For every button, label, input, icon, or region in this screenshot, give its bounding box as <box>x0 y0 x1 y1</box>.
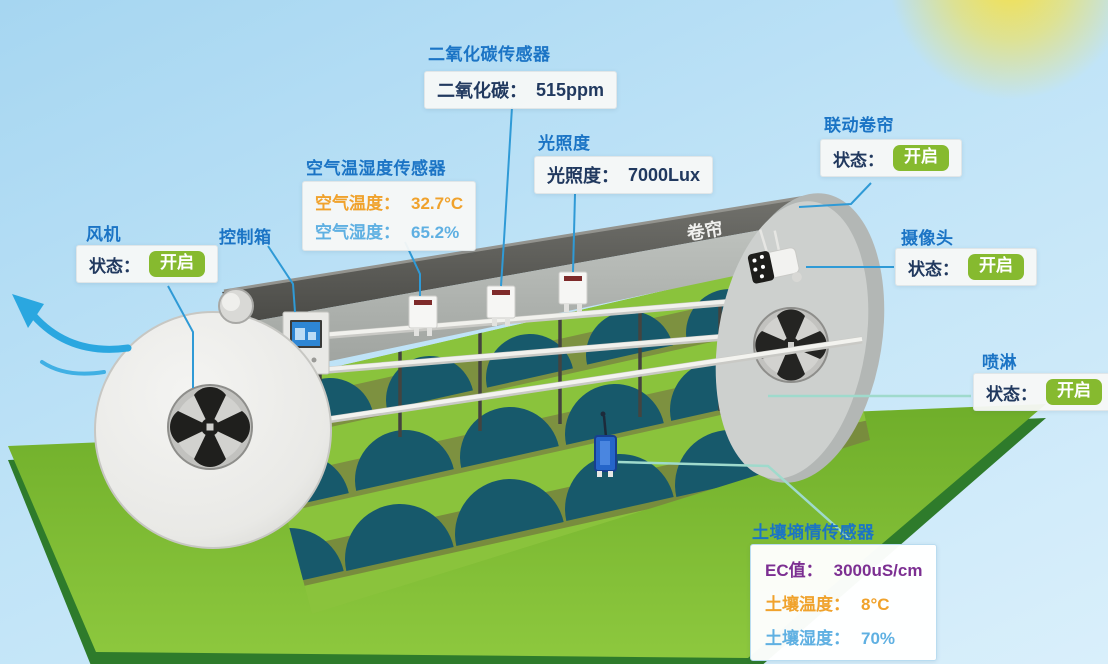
co2-sensor-title: 二氧化碳传感器 <box>428 45 551 64</box>
camera-status-box: 状态： 开启 <box>895 248 1037 286</box>
camera-status-badge[interactable]: 开启 <box>968 254 1024 280</box>
greenhouse-wall-band <box>238 218 838 378</box>
soil-sensor-device <box>594 411 617 477</box>
soil-leader-line <box>617 460 852 541</box>
air-humidity-row: 空气湿度： 65.2% <box>315 218 459 243</box>
camera-status-label: 状态： <box>908 259 959 279</box>
left-fan-icon <box>167 384 253 470</box>
co2-value-box: 二氧化碳： 515ppm <box>424 71 618 109</box>
soil-ec-value: 3000uS/cm <box>833 561 923 580</box>
soil-temperature-value: 8°C <box>861 595 890 614</box>
soil-sensor-title: 土壤墒情传感器 <box>752 523 875 542</box>
soil-ec-row: EC值： 3000uS/cm <box>765 556 922 581</box>
fan-title: 风机 <box>86 225 121 244</box>
spray-title: 喷淋 <box>982 353 1017 372</box>
roof-curtain-roll <box>222 196 828 324</box>
fan-leader-line <box>167 285 194 388</box>
air-temperature-row: 空气温度： 32.7°C <box>315 189 463 214</box>
soil-temperature-row: 土壤温度： 8°C <box>765 590 890 615</box>
linked-curtain-status-box: 状态： 开启 <box>820 139 962 177</box>
co2-sensor-device <box>486 285 516 326</box>
spray-status-badge[interactable]: 开启 <box>1046 379 1102 405</box>
air-sensor-box: 空气温度： 32.7°C 空气湿度： 65.2% <box>302 181 477 251</box>
linked-curtain-leader-line <box>798 182 872 208</box>
spray-status-label: 状态： <box>986 384 1037 404</box>
air-sensor-leader-line <box>404 241 421 296</box>
control-box-title: 控制箱 <box>219 228 272 247</box>
light-sensor-title: 光照度 <box>538 134 591 153</box>
air-humidity-label: 空气湿度： <box>315 223 400 242</box>
co2-label: 二氧化碳： <box>437 81 527 101</box>
co2-leader-line <box>500 106 513 287</box>
light-sensor-device <box>558 271 588 312</box>
camera-title: 摄像头 <box>901 229 954 248</box>
soil-humidity-row: 土壤湿度： 70% <box>765 624 895 649</box>
linked-curtain-status-label: 状态： <box>833 150 884 170</box>
soil-humidity-label: 土壤湿度： <box>765 629 850 648</box>
soil-temperature-label: 土壤温度： <box>765 595 850 614</box>
curtain-highlight <box>223 194 813 293</box>
fan-status-label: 状态： <box>89 256 140 276</box>
soil-ec-label: EC值： <box>765 561 823 580</box>
light-value: 7000Lux <box>628 164 701 185</box>
leader-lines <box>167 106 894 388</box>
linked-curtain-title: 联动卷帘 <box>824 116 894 135</box>
fan-status-badge[interactable]: 开启 <box>149 251 205 277</box>
right-fan-icon <box>753 307 829 383</box>
light-leader-line <box>572 193 576 273</box>
linked-curtain-status-badge[interactable]: 开启 <box>893 145 949 171</box>
air-sensor-title: 空气温湿度传感器 <box>306 159 446 178</box>
light-label: 光照度： <box>547 166 619 186</box>
spray-status-box: 状态： 开启 <box>973 373 1108 411</box>
control-box-leader-line <box>267 245 296 313</box>
co2-value: 515ppm <box>536 79 605 100</box>
light-value-box: 光照度： 7000Lux <box>534 156 714 194</box>
air-humidity-value: 65.2% <box>411 223 460 242</box>
airflow-arrow-icon <box>12 294 132 376</box>
soil-humidity-value: 70% <box>861 629 896 648</box>
camera-device <box>747 229 802 284</box>
fan-status-box: 状态： 开启 <box>76 245 218 283</box>
air-temperature-label: 空气温度： <box>315 194 400 213</box>
teal-leader-lines <box>617 394 971 541</box>
air-temperature-value: 32.7°C <box>411 194 464 213</box>
air-humidity-sensor-device <box>408 295 438 336</box>
soil-sensor-box: EC值： 3000uS/cm 土壤温度： 8°C 土壤湿度： 70% <box>750 544 938 661</box>
